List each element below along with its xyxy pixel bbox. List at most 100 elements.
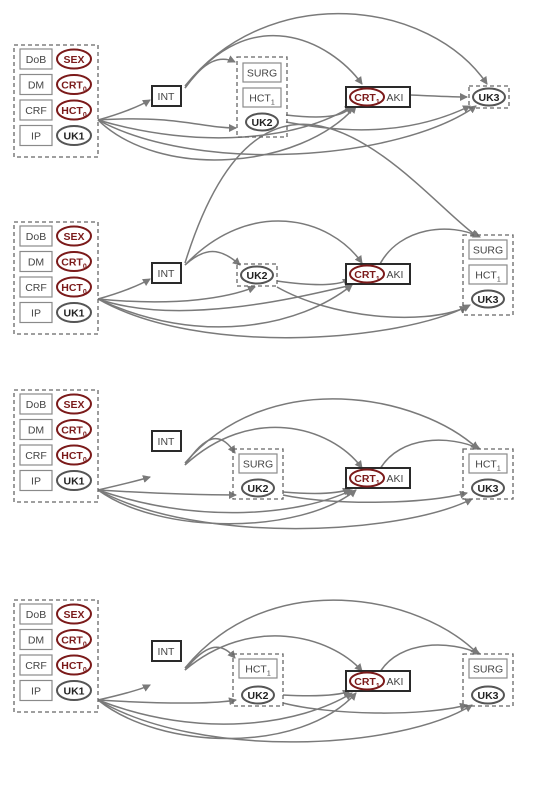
node-dob-1 xyxy=(19,48,53,70)
node-uk2-4 xyxy=(241,685,275,705)
node-hct-label-2: HCT0 xyxy=(61,282,87,296)
node-int-label-3: INT xyxy=(158,436,176,448)
arrow-3-0 xyxy=(97,475,151,491)
node-hct1-label-3: HCT1 xyxy=(475,459,501,473)
node-surg-d-4 xyxy=(468,658,508,679)
node-hct-label-3: HCT0 xyxy=(61,450,87,464)
group-surg-uk2-3 xyxy=(232,448,284,500)
node-uk2-label-3: UK2 xyxy=(247,483,268,495)
node-sex-label-1: SEX xyxy=(63,54,84,66)
node-dm-label-2: DM xyxy=(28,257,44,269)
node-uk2-label-1: UK2 xyxy=(251,117,272,129)
node-dob-4 xyxy=(19,603,53,625)
node-int-label-4: INT xyxy=(158,646,176,658)
arrow-1-10 xyxy=(409,92,468,101)
arrow-4-3 xyxy=(184,599,479,669)
node-aki-label-2: AKI xyxy=(387,269,404,281)
node-hct1-d-4 xyxy=(238,658,278,679)
node-crf-label-1: CRF xyxy=(25,105,47,117)
node-hct-label-4: HCT0 xyxy=(61,660,87,674)
node-dob-label-4: DoB xyxy=(26,609,46,621)
node-hct-label-1: HCT0 xyxy=(61,105,87,119)
node-ip-label-2: IP xyxy=(31,308,41,320)
arrow-2-5 xyxy=(97,284,353,328)
node-uk1-4 xyxy=(56,680,92,701)
node-sex-label-2: SEX xyxy=(63,231,84,243)
arrow-4-6 xyxy=(97,699,473,743)
node-hct-4 xyxy=(56,654,92,676)
node-aki-label-4: AKI xyxy=(387,676,404,688)
group-hct-uk3-3 xyxy=(462,448,514,500)
arrow-4-10 xyxy=(379,644,481,673)
node-uk2-label-4: UK2 xyxy=(247,690,268,702)
group-surg-uk3-4 xyxy=(462,653,514,707)
node-uk3-4 xyxy=(471,685,505,705)
node-crt-1 xyxy=(56,74,92,95)
node-crt-4 xyxy=(56,629,92,650)
baseline-group-4 xyxy=(13,599,99,713)
node-surg-label-1: SURG xyxy=(247,68,277,80)
node-dob-label-2: DoB xyxy=(26,231,46,243)
node-crf-label-4: CRF xyxy=(25,660,47,672)
node-ip-label-3: IP xyxy=(31,476,41,488)
node-int-2 xyxy=(151,262,182,284)
node-crt-3 xyxy=(56,419,92,440)
node-aki-label-1: AKI xyxy=(387,92,404,104)
arrow-1-8 xyxy=(285,105,471,131)
arrow-4-0 xyxy=(97,684,151,701)
arrow-3-9 xyxy=(282,487,351,496)
arrow-2-4 xyxy=(97,285,256,303)
node-crf-4 xyxy=(19,654,53,676)
node-ip-label-4: IP xyxy=(31,686,41,698)
node-ip-2 xyxy=(19,301,53,324)
arrow-3-10 xyxy=(379,439,481,470)
node-crt-2 xyxy=(56,251,92,272)
node-crt1-2 xyxy=(349,264,385,284)
node-crt1-1 xyxy=(349,87,385,107)
group-surg-hct-uk2-1 xyxy=(236,56,288,138)
node-uk1-label-1: UK1 xyxy=(63,131,84,143)
node-uk3-2 xyxy=(471,289,505,309)
node-crt-label-3: CRT0 xyxy=(61,425,87,439)
arrow-2-7 xyxy=(97,282,353,312)
arrow-1-5 xyxy=(97,105,353,139)
node-crt1-label-3: CRT1 xyxy=(354,473,380,487)
node-crt1-label-2: CRT1 xyxy=(354,269,380,283)
node-dm-label-1: DM xyxy=(28,80,44,92)
arrow-2-9 xyxy=(276,278,351,287)
node-sex-1 xyxy=(56,48,92,70)
arrow-3-4 xyxy=(97,489,237,499)
node-int-4 xyxy=(151,640,182,662)
arrow-3-3 xyxy=(184,398,479,464)
arrow-1-3 xyxy=(184,13,488,87)
node-dm-label-4: DM xyxy=(28,635,44,647)
arrow-4-2 xyxy=(184,635,363,672)
node-uk3-3 xyxy=(471,478,505,498)
arrow-2-8 xyxy=(276,286,468,319)
node-surg-a-1 xyxy=(242,62,282,83)
arrow-4-4 xyxy=(97,697,237,706)
node-crt1-3 xyxy=(349,468,385,488)
arrow-4-7 xyxy=(97,692,357,740)
arrow-1-6 xyxy=(97,105,477,156)
group-uk2-2 xyxy=(236,263,278,287)
arrow-1-1 xyxy=(184,55,236,89)
group-surg-hct-uk3-2 xyxy=(462,234,514,316)
node-hct-2 xyxy=(56,276,92,298)
node-int-label-2: INT xyxy=(158,268,176,280)
node-hct-1 xyxy=(56,99,92,121)
node-crf-3 xyxy=(19,444,53,466)
node-dob-label-1: DoB xyxy=(26,54,46,66)
node-surg-b-2 xyxy=(468,239,508,260)
baseline-group-2 xyxy=(13,221,99,335)
node-crf-label-3: CRF xyxy=(25,450,47,462)
node-sex-label-4: SEX xyxy=(63,609,84,621)
node-uk1-label-4: UK1 xyxy=(63,686,84,698)
node-uk3-label-1: UK3 xyxy=(478,92,499,104)
node-uk1-1 xyxy=(56,125,92,146)
node-surg-c-3 xyxy=(238,453,278,474)
node-uk2-3 xyxy=(241,478,275,498)
arrow-2-1 xyxy=(184,250,241,266)
node-surg-label-3: SURG xyxy=(243,459,273,471)
